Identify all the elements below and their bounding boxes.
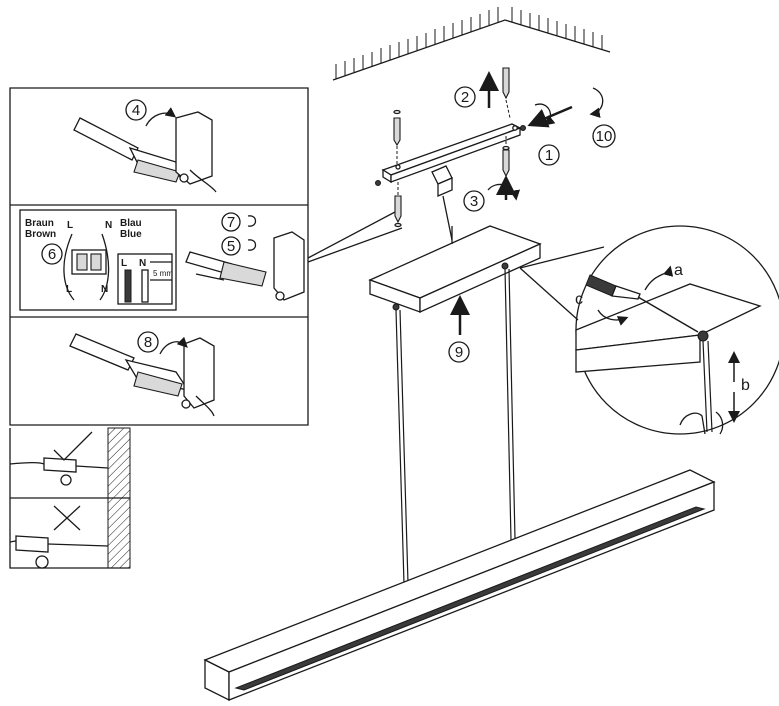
svg-text:Blue: Blue: [120, 229, 142, 240]
svg-text:7: 7: [227, 214, 235, 231]
connector-steps-5-7: 7 5: [185, 212, 305, 301]
hand-icon: [679, 411, 724, 435]
cross-mark-icon: [53, 505, 81, 531]
check-mark-icon: [53, 431, 93, 461]
svg-text:1: 1: [545, 147, 553, 164]
terminal-block-connector: [431, 165, 453, 241]
connector-step-8: 8: [69, 331, 215, 417]
linear-luminaire: [203, 469, 716, 702]
svg-text:Braun: Braun: [25, 218, 54, 229]
svg-text:Brown: Brown: [25, 229, 56, 240]
svg-text:4: 4: [132, 102, 140, 119]
step-number-9: 9: [448, 341, 470, 363]
svg-text:L: L: [67, 220, 73, 231]
svg-text:N: N: [139, 258, 146, 269]
rotation-arrow-icon: [487, 87, 604, 201]
svg-text:8: 8: [144, 334, 152, 351]
ceiling: [332, 7, 611, 81]
svg-text:5 mm: 5 mm: [153, 269, 173, 278]
svg-text:2: 2: [461, 89, 469, 106]
svg-text:L: L: [66, 284, 72, 295]
rotation-arrow-icon: [597, 265, 674, 326]
label-b: b: [741, 377, 750, 394]
mounting-correct-example: [9, 427, 131, 569]
mounting-wrong-example: [9, 505, 109, 569]
step-number-2: 2: [454, 86, 476, 108]
svg-text:9: 9: [455, 344, 463, 361]
up-arrow-icon: [450, 71, 516, 335]
label-c: c: [575, 291, 583, 308]
svg-text:N: N: [105, 220, 112, 231]
svg-text:L: L: [121, 258, 127, 269]
wall-plugs: [393, 67, 511, 228]
step-number-1: 1: [538, 144, 560, 166]
suspension-cables: [395, 268, 516, 585]
step-number-10: 10: [592, 124, 616, 148]
svg-text:10: 10: [596, 128, 613, 145]
ceiling-canopy: [368, 225, 542, 314]
detail-magnifier: [519, 225, 779, 435]
wiring-detail-box: Braun Brown Blau Blue L N L N 6 L N 5 mm: [19, 209, 177, 311]
connector-step-4: 4: [73, 99, 217, 193]
svg-text:Blau: Blau: [120, 218, 142, 229]
mounting-bracket: [375, 123, 526, 186]
screwdriver-icon: [585, 274, 699, 333]
svg-text:3: 3: [470, 193, 478, 210]
svg-text:6: 6: [48, 246, 56, 263]
svg-text:5: 5: [227, 238, 235, 255]
label-a: a: [674, 262, 683, 279]
svg-text:N: N: [101, 284, 108, 295]
step-number-3: 3: [463, 190, 485, 212]
